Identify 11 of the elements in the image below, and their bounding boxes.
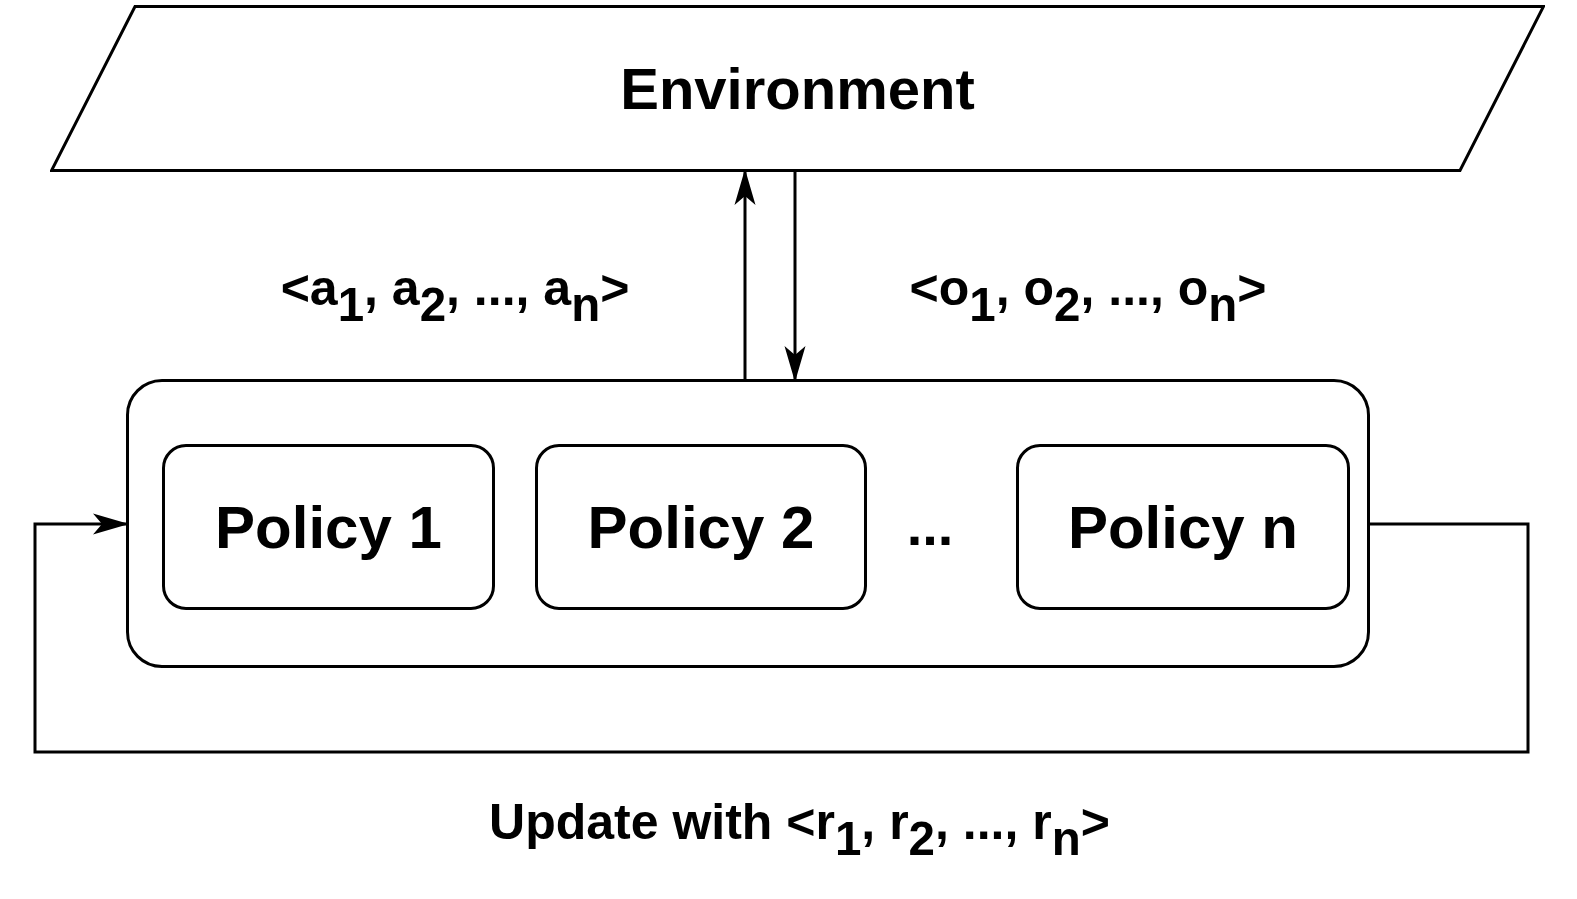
node-label: Policy 1: [215, 492, 442, 562]
ellipsis-label: ...: [906, 492, 954, 558]
environment-parallelogram: [50, 5, 1545, 172]
policy-box: [535, 444, 867, 610]
policy-box: [162, 444, 495, 610]
node-label: Policy 2: [587, 492, 815, 562]
node-label: Policy n: [1067, 492, 1299, 562]
node-label: Environment: [620, 55, 975, 122]
arrow: [33, 513, 1530, 754]
policy-box: [1016, 444, 1350, 610]
agents-container: [126, 379, 1370, 668]
